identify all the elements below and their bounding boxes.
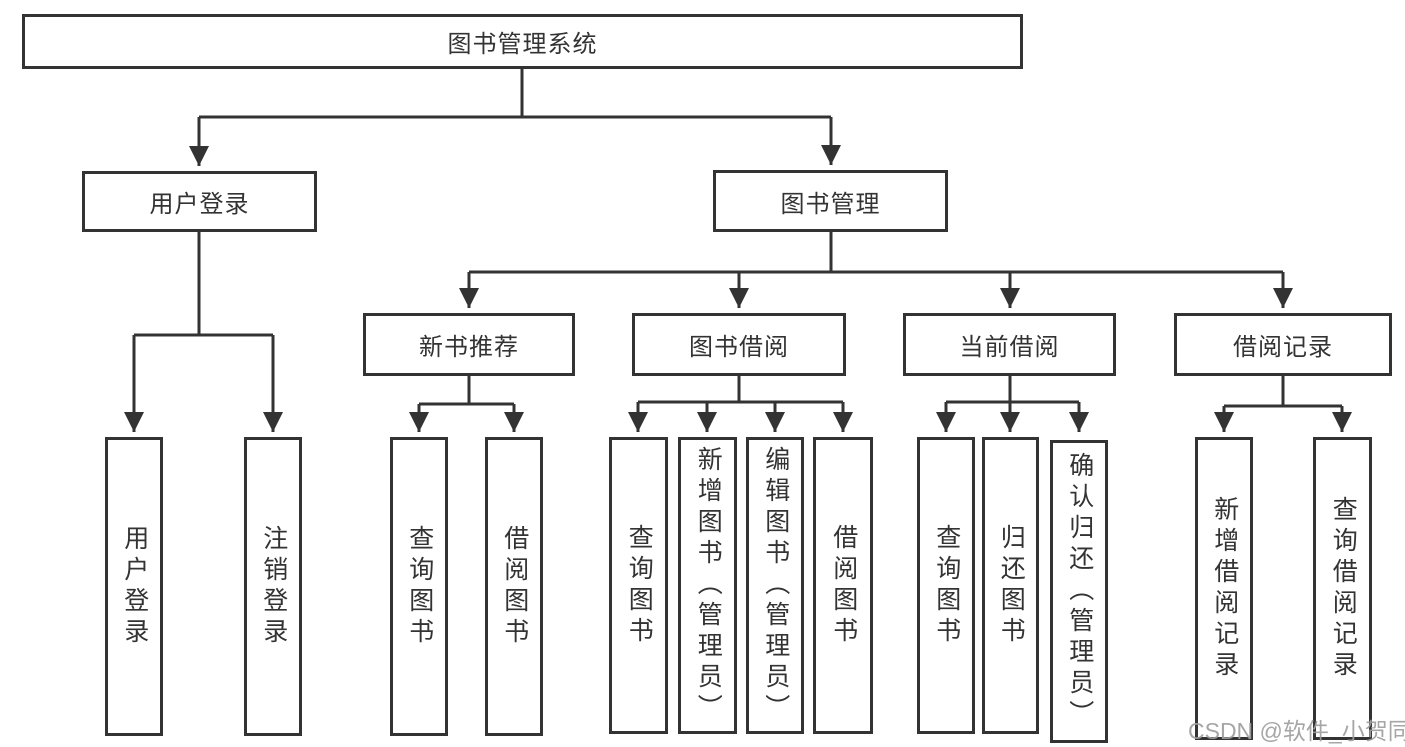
node-add-borrow-record: 新增借阅记录 [1195, 437, 1253, 740]
node-label: 新增借阅记录 [1210, 495, 1239, 682]
node-query-borrow-record: 查询借阅记录 [1313, 437, 1372, 740]
node-label: 图书管理 [780, 190, 881, 218]
node-borrowing-records: 借阅记录 [1174, 313, 1392, 376]
node-label: 查询借阅记录 [1329, 495, 1358, 682]
node-current-borrowing: 当前借阅 [903, 313, 1116, 376]
node-query-books-current: 查询图书 [917, 437, 975, 734]
node-label: 编辑图书（管理员） [761, 446, 790, 725]
node-label: 用户登录 [120, 524, 149, 649]
node-label: 查询图书 [405, 524, 434, 649]
node-book-management: 图书管理 [713, 170, 948, 232]
node-label: 当前借阅 [959, 334, 1060, 361]
node-label: 确认归还（管理员） [1065, 452, 1094, 731]
node-borrow-books-leaf: 借阅图书 [813, 437, 873, 734]
node-query-books-recommend: 查询图书 [390, 437, 448, 736]
node-label: 新增图书（管理员） [694, 446, 723, 725]
node-confirm-return-admin: 确认归还（管理员） [1050, 440, 1108, 743]
node-label: 图书管理系统 [447, 31, 598, 58]
node-logout: 注销登录 [244, 437, 302, 736]
node-edit-books-admin: 编辑图书（管理员） [746, 437, 804, 734]
node-query-books-borrowing: 查询图书 [609, 437, 668, 734]
node-return-books: 归还图书 [982, 437, 1039, 734]
node-label: 查询图书 [932, 523, 961, 648]
node-label: 用户登录 [149, 191, 250, 218]
node-label: 注销登录 [259, 524, 288, 649]
node-borrow-books-recommend: 借阅图书 [485, 437, 543, 736]
node-new-book-recommendation: 新书推荐 [363, 313, 575, 376]
node-user-login-leaf: 用户登录 [105, 437, 163, 736]
node-label: 归还图书 [997, 523, 1026, 648]
node-label: 新书推荐 [419, 334, 519, 361]
node-label: 借阅图书 [829, 523, 858, 648]
watermark: CSDN @软件_小贺同学 [1188, 718, 1405, 744]
node-library-management-system: 图书管理系统 [22, 14, 1023, 69]
node-user-login: 用户登录 [82, 171, 317, 232]
node-label: 借阅图书 [500, 524, 529, 649]
node-label: 借阅记录 [1233, 334, 1333, 361]
node-book-borrowing: 图书借阅 [632, 313, 846, 376]
node-label: 图书借阅 [689, 334, 789, 361]
node-add-books-admin: 新增图书（管理员） [678, 437, 737, 734]
node-label: 查询图书 [625, 523, 654, 648]
